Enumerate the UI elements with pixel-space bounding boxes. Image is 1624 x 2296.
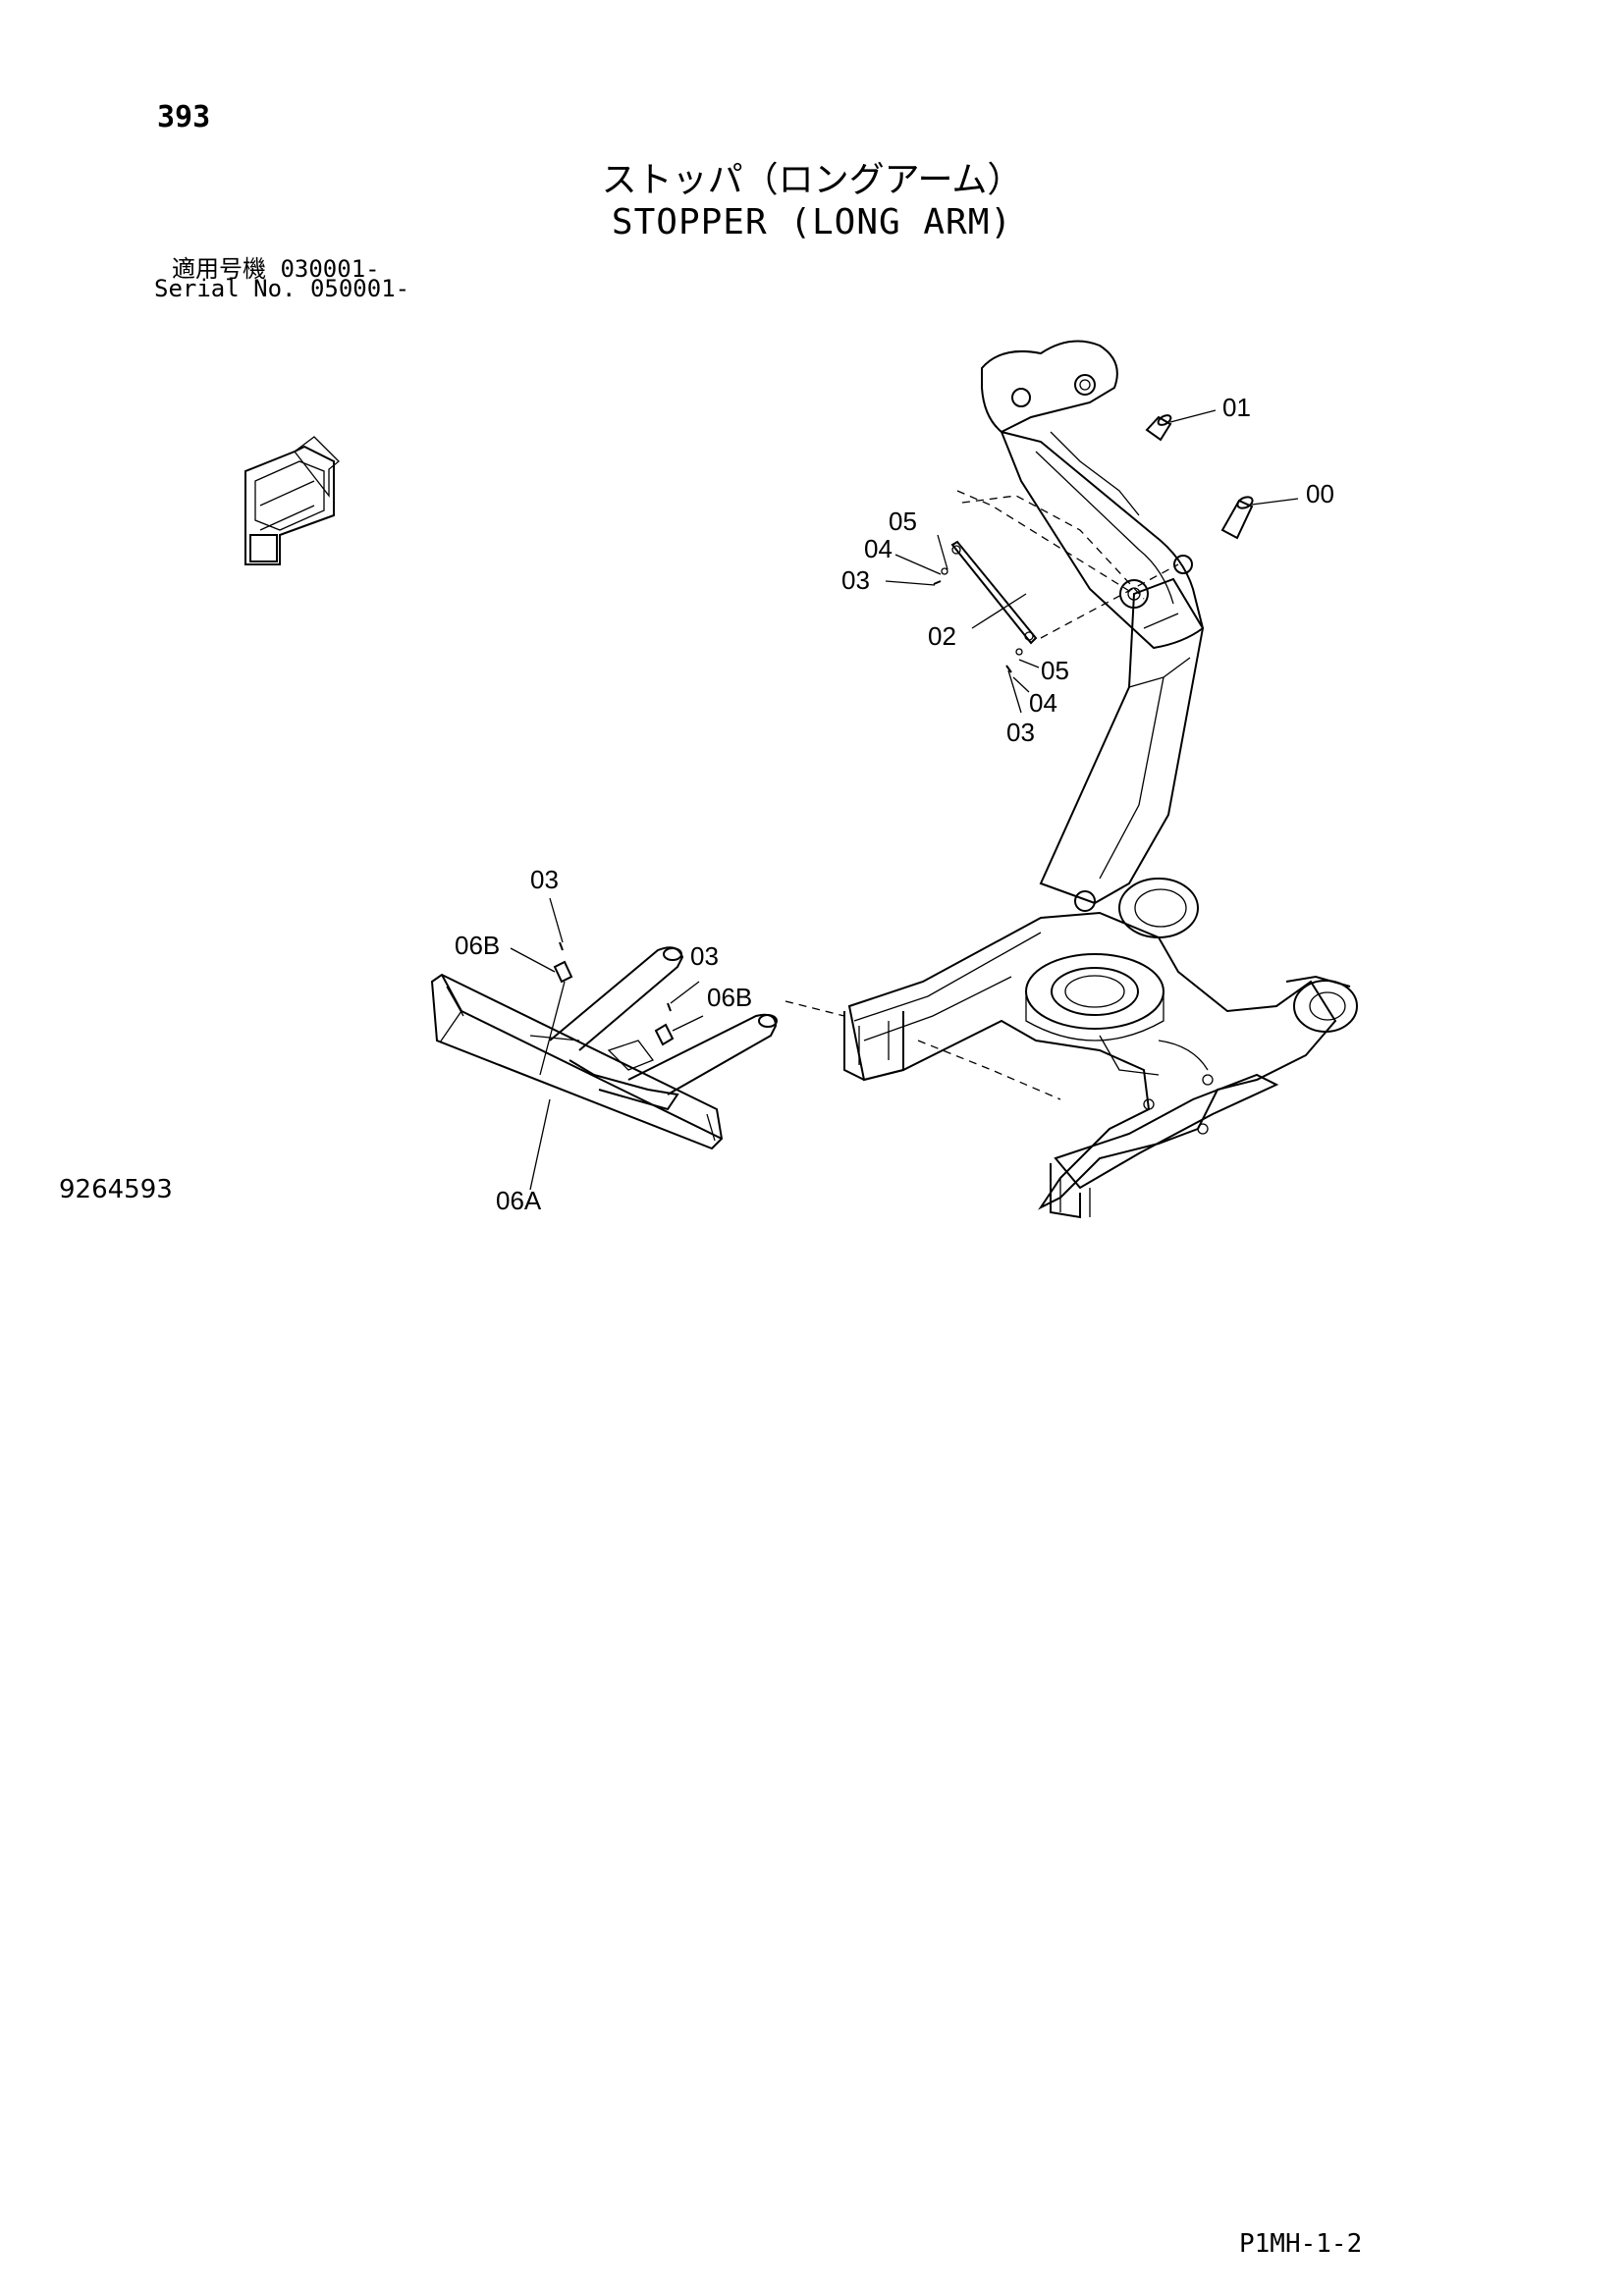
callout-03-blade-right: 03	[690, 941, 719, 971]
orientation-cube-icon	[244, 436, 340, 565]
callout-04-upper: 04	[864, 534, 893, 563]
title-japanese: ストッパ（ロングアーム）	[601, 160, 1023, 200]
undercarriage-frame	[843, 911, 1358, 1219]
callout-03-blade-left: 03	[530, 865, 559, 894]
callout-04-lower: 04	[1029, 688, 1057, 718]
callout-03-upper: 03	[841, 565, 870, 595]
leader-lines	[510, 409, 1299, 1191]
dozer-blade-assembly	[430, 941, 778, 1150]
stopper-bar	[950, 540, 1038, 645]
pin-01	[1145, 414, 1172, 442]
figure-number: 9264593	[59, 1175, 173, 1204]
serial-applicable-line: 適用号機 030001-	[172, 255, 380, 283]
washer-bolt-lower	[1005, 648, 1023, 673]
callout-05-lower: 05	[1041, 656, 1069, 685]
callout-06A: 06A	[496, 1186, 542, 1215]
arm-boom-assembly	[981, 340, 1205, 938]
callout-03-lower: 03	[1006, 718, 1035, 747]
callout-06B-right: 06B	[707, 983, 752, 1012]
serial-number-line: Serial No. 050001-	[154, 275, 410, 302]
reference-lines	[539, 490, 1179, 1100]
callout-05-upper: 05	[889, 507, 917, 536]
page-code: P1MH-1-2	[1239, 2229, 1363, 2259]
callout-01: 01	[1222, 393, 1251, 422]
washer-bolt-upper	[933, 567, 948, 585]
title-english: STOPPER (LONG ARM)	[611, 202, 1013, 242]
callout-06B-left: 06B	[455, 931, 500, 960]
page-number: 393	[157, 100, 211, 134]
callout-02: 02	[928, 621, 956, 651]
pin-00	[1220, 496, 1254, 540]
callout-00: 00	[1306, 479, 1334, 508]
